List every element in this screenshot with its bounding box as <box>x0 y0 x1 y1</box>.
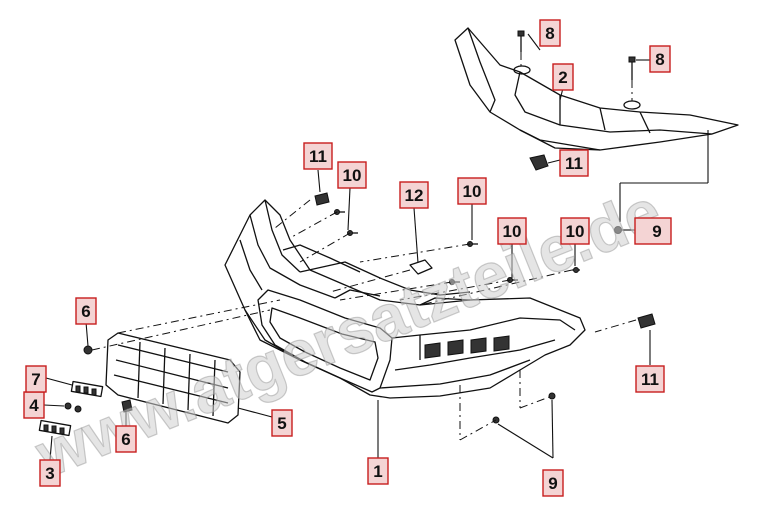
callout-10-a-label: 10 <box>343 166 362 185</box>
front-upper-fairing <box>454 27 739 171</box>
clip-nut-upper <box>529 154 549 171</box>
callout-8-left-label: 8 <box>545 24 554 43</box>
callout-11-upper-label: 11 <box>565 154 583 173</box>
screw-8-right <box>628 56 636 80</box>
callout-5: 5 <box>271 409 293 437</box>
callout-5-label: 5 <box>277 414 286 433</box>
callout-10-a: 10 <box>337 161 367 189</box>
callout-8-right-label: 8 <box>655 50 664 69</box>
pin-4 <box>64 402 82 413</box>
clip-6-bottom <box>121 399 133 413</box>
callout-10-c-label: 10 <box>503 222 522 241</box>
callout-11-top-label: 11 <box>309 147 327 166</box>
callout-6-bottom-label: 6 <box>121 430 130 449</box>
callout-12: 12 <box>399 181 429 209</box>
callout-11-right-label: 11 <box>641 370 659 389</box>
callout-6-bottom: 6 <box>115 425 137 453</box>
callout-11-top: 11 <box>303 142 333 170</box>
bracket-12 <box>409 259 433 275</box>
emblem-7 <box>70 380 104 398</box>
screw-8-left <box>517 30 525 52</box>
callout-10-b-label: 10 <box>463 182 482 201</box>
callout-2: 2 <box>552 63 574 91</box>
callout-9-right: 9 <box>634 217 672 245</box>
callout-7: 7 <box>25 365 47 393</box>
screws-9 <box>492 226 622 424</box>
callout-6-left: 6 <box>75 297 97 325</box>
callout-9-bottom-label: 9 <box>548 474 557 493</box>
leader-lines <box>43 33 709 461</box>
assembly-lines <box>91 199 637 441</box>
callout-2-label: 2 <box>558 68 567 87</box>
clip-nut-11-top <box>314 192 330 206</box>
callout-11-right: 11 <box>635 365 665 393</box>
callout-10-d-label: 10 <box>566 222 585 241</box>
callout-1: 1 <box>367 457 389 485</box>
clip-nut-11-right <box>637 313 656 329</box>
callout-6-left-label: 6 <box>81 302 90 321</box>
callout-9-bottom: 9 <box>542 469 564 497</box>
callout-4-label: 4 <box>29 396 39 415</box>
callout-4: 4 <box>23 391 45 419</box>
callout-11-upper: 11 <box>559 149 589 177</box>
callout-3-label: 3 <box>45 464 54 483</box>
callout-3: 3 <box>39 459 61 487</box>
callout-1-label: 1 <box>373 462 382 481</box>
callout-10-d: 10 <box>560 217 590 245</box>
front-bumper <box>224 199 586 399</box>
callout-8-right: 8 <box>649 45 671 73</box>
front-grille <box>105 332 241 424</box>
emblem-3 <box>38 419 72 437</box>
callout-12-label: 12 <box>405 186 424 205</box>
callout-8-left: 8 <box>539 19 561 47</box>
callout-10-b: 10 <box>457 177 487 205</box>
callout-9-right-label: 9 <box>652 222 661 241</box>
screws-10 <box>334 209 580 285</box>
callout-7-label: 7 <box>31 370 40 389</box>
callout-10-c: 10 <box>497 217 527 245</box>
clip-6-left <box>83 345 93 355</box>
